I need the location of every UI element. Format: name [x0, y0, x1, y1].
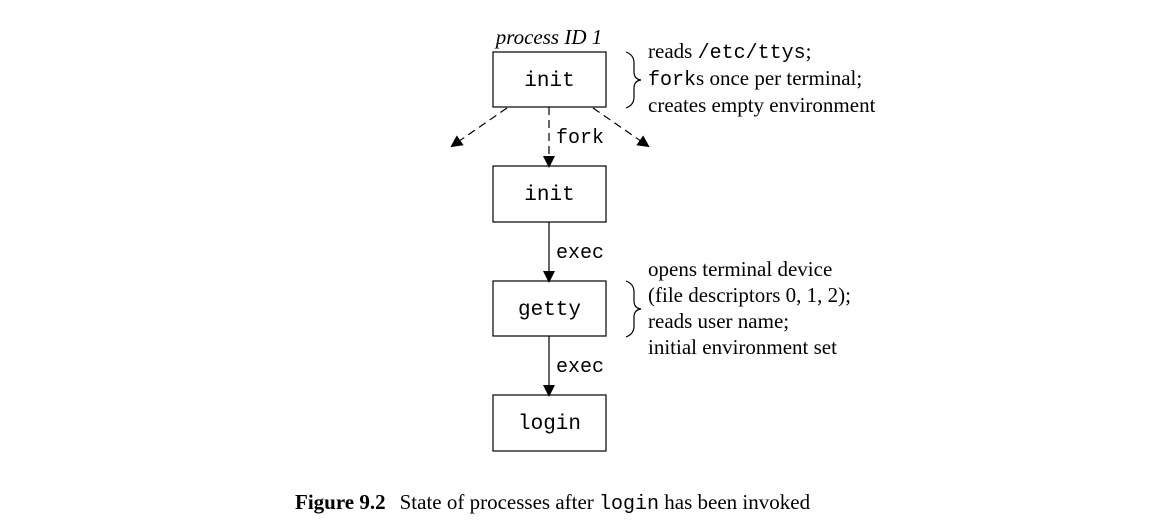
init-note-line-2: forks once per terminal; [648, 66, 862, 92]
figure-number: Figure 9.2 [295, 490, 386, 514]
init-note-line-3: creates empty environment [648, 93, 876, 117]
exec-label-getty: exec [556, 242, 604, 265]
fork-label: fork [556, 127, 604, 150]
getty-note-brace [625, 280, 642, 338]
node-getty: getty [492, 280, 607, 337]
node-label: getty [518, 299, 581, 322]
process-id-label: process ID 1 [494, 25, 603, 49]
node-label: init [524, 70, 574, 93]
getty-note-line-4: initial environment set [648, 335, 837, 359]
node-init-top: init [492, 51, 607, 108]
node-label: init [524, 184, 574, 207]
init-note-line-1: reads /etc/ttys; [648, 39, 811, 65]
getty-note-line-1: opens terminal device [648, 257, 832, 281]
exec-label-login: exec [556, 356, 604, 379]
fork-arrow-left [450, 107, 508, 148]
init-note-brace [625, 51, 642, 109]
fork-arrow-right [592, 107, 650, 148]
getty-note-line-2: (file descriptors 0, 1, 2); [648, 283, 851, 307]
node-label: login [518, 413, 581, 436]
getty-note-line-3: reads user name; [648, 309, 789, 333]
node-init-child: init [492, 165, 607, 223]
node-login: login [492, 394, 607, 452]
